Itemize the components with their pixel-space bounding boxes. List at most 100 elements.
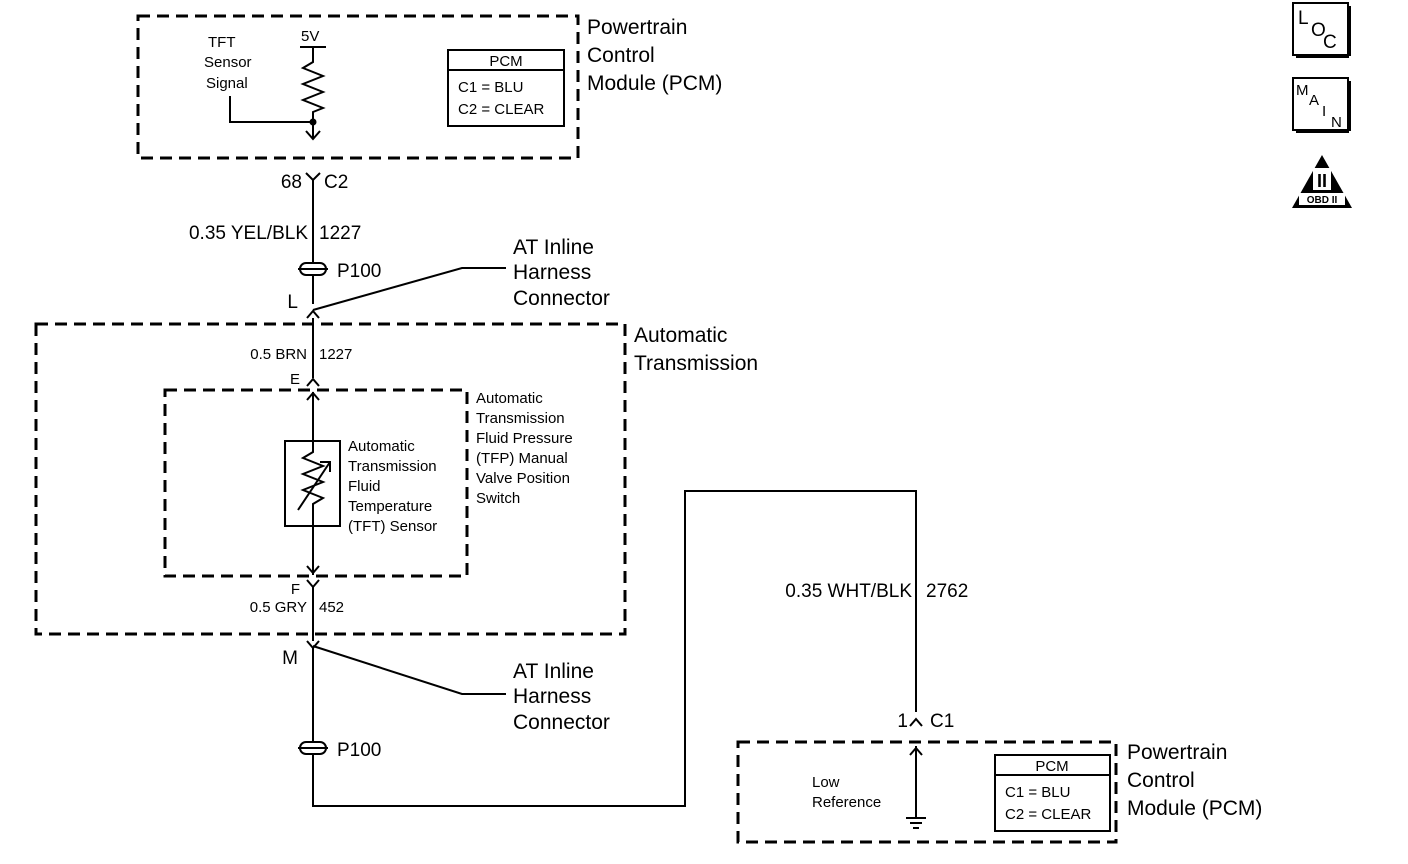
pcm-top-title-line2: Control: [587, 44, 655, 67]
inline-connector-lower-label-line1: AT Inline: [513, 660, 594, 683]
inline-connector-lower-label-line3: Connector: [513, 711, 610, 734]
inline-connector-lower-label-line2: Harness: [513, 685, 591, 708]
tfp-switch-boundary: [163, 388, 469, 578]
main-letter-m: M: [1296, 82, 1309, 99]
leader-line: [312, 267, 506, 311]
pcm-top-module: Powertrain Control Module (PCM) TFT Sens…: [136, 14, 722, 160]
pcm-bottom-box-row1: C1 = BLU: [1005, 784, 1070, 801]
tft-sensor-signal-label-line3: Signal: [206, 75, 248, 92]
pcm-bottom-title-line3: Module (PCM): [1127, 797, 1262, 820]
main-letter-a: A: [1309, 92, 1319, 109]
tfp-label-line4: (TFP) Manual: [476, 450, 568, 467]
tfp-label-line3: Fluid Pressure: [476, 430, 573, 447]
pcm-top-title-line3: Module (PCM): [587, 72, 722, 95]
pcm-bottom-connector-pin: 1 C1: [897, 711, 954, 732]
wire-brn-gauge-color: 0.5 BRN: [250, 346, 307, 363]
pin-68-label: 68: [281, 172, 302, 193]
pcm-bottom-box-row2: C2 = CLEAR: [1005, 806, 1091, 823]
obd-numeral: II: [1317, 171, 1327, 191]
loc-letter-l: L: [1298, 8, 1309, 29]
wire-brn-circuit: 1227: [319, 346, 352, 363]
transmission-title-line1: Automatic: [634, 324, 727, 347]
tft-label-line1: Automatic: [348, 438, 415, 455]
leader-line: [312, 645, 506, 695]
pin-m-label: M: [282, 648, 298, 669]
connector-pin-icon: [306, 377, 320, 387]
loc-nav-icon[interactable]: L O C: [1292, 2, 1351, 58]
low-ref-label-line2: Reference: [812, 794, 881, 811]
tfp-label-line1: Automatic: [476, 390, 543, 407]
loc-letter-o: O: [1311, 20, 1326, 41]
inline-connector-lower: M AT Inline Harness Connector: [282, 640, 610, 734]
connector-pin-icon: [306, 309, 320, 319]
pcm-bottom-title-line2: Control: [1127, 769, 1195, 792]
pcm-bottom-title-line1: Powertrain: [1127, 741, 1227, 764]
pcm-top-box-row2: C2 = CLEAR: [458, 101, 544, 118]
connector-c1-label: C1: [930, 711, 954, 732]
arrow-up-icon: [909, 746, 923, 756]
wire-label-mask: [740, 575, 912, 605]
thermistor-arrowhead: [320, 461, 331, 472]
loc-letter-c: C: [1323, 32, 1337, 53]
tft-label-line5: (TFT) Sensor: [348, 518, 437, 535]
signal-wire: [229, 96, 313, 123]
junction-dot: [309, 118, 317, 126]
pin-f-label: F: [291, 581, 300, 598]
pcm-bottom-boundary: [736, 740, 1118, 844]
wire-upper-circuit: 1227: [319, 223, 361, 244]
pcm-bottom-module: Powertrain Control Module (PCM) Low Refe…: [736, 740, 1262, 844]
inline-connector-upper-label-line2: Harness: [513, 261, 591, 284]
automatic-transmission: Automatic Transmission 0.5 BRN 1227 E Au…: [34, 318, 758, 641]
pcm-top-box-header: PCM: [489, 53, 522, 70]
low-ref-label-line1: Low: [812, 774, 840, 791]
tft-sensor-signal-label-line2: Sensor: [204, 54, 252, 71]
wire-gry-circuit: 452: [319, 599, 344, 616]
transmission-boundary: [34, 322, 627, 636]
connector-c2-label: C2: [324, 172, 348, 193]
pcm-top-title-line1: Powertrain: [587, 16, 687, 39]
arrow-down-icon: [305, 130, 321, 141]
pcm-top-connector-box: PCM C1 = BLU C2 = CLEAR: [447, 49, 565, 127]
splice-p100-lower: P100: [298, 740, 381, 761]
transmission-title-line2: Transmission: [634, 352, 758, 375]
pcm-top-connector-pin: 68 C2: [281, 172, 348, 193]
tft-sensor-signal-label-line1: TFT: [208, 34, 236, 51]
tfp-label-line5: Valve Position: [476, 470, 570, 487]
pcm-bottom-connector-box: PCM C1 = BLU C2 = CLEAR: [994, 754, 1111, 832]
wire-gry-gauge-color: 0.5 GRY: [250, 599, 307, 616]
inline-connector-upper: L AT Inline Harness Connector: [287, 236, 610, 319]
wire-return-circuit: 2762: [926, 581, 968, 602]
pcm-bottom-box-header: PCM: [1035, 758, 1068, 775]
tfp-label-line2: Transmission: [476, 410, 565, 427]
inline-connector-upper-label-line1: AT Inline: [513, 236, 594, 259]
pcm-top-box-row1: C1 = BLU: [458, 79, 523, 96]
main-nav-icon[interactable]: M A I N: [1292, 77, 1351, 133]
wire-2762-return: [312, 490, 917, 807]
thermistor-variable-arrow: [297, 461, 331, 511]
tfp-label-line6: Switch: [476, 490, 520, 507]
obd-ii-icon[interactable]: II OBD II: [1292, 155, 1352, 208]
splice-p100-upper-label: P100: [337, 261, 381, 282]
splice-p100-lower-label: P100: [337, 740, 381, 761]
voltage-5v-label: 5V: [301, 28, 319, 45]
connector-pin-icon: [909, 717, 923, 727]
wire-upper-gauge-color: 0.35 YEL/BLK: [189, 223, 308, 244]
tft-label-line2: Transmission: [348, 458, 437, 475]
pullup-resistor-icon: [300, 47, 326, 138]
ground-icon: [906, 817, 926, 829]
wire-return-gauge-color: 0.35 WHT/BLK: [785, 581, 912, 602]
arrow-down-icon: [306, 565, 320, 575]
pin-1-label: 1: [897, 711, 908, 732]
thermistor-icon: [300, 441, 326, 526]
tft-label-line4: Temperature: [348, 498, 432, 515]
pin-l-label: L: [287, 292, 298, 313]
splice-p100-upper: P100: [298, 261, 381, 282]
tft-label-line3: Fluid: [348, 478, 381, 495]
main-letter-n: N: [1331, 114, 1342, 131]
connector-pin-icon: [305, 172, 321, 182]
arrow-up-icon: [306, 391, 320, 401]
inline-connector-upper-label-line3: Connector: [513, 287, 610, 310]
main-letter-i: I: [1322, 103, 1326, 120]
pcm-top-boundary: [136, 14, 580, 160]
